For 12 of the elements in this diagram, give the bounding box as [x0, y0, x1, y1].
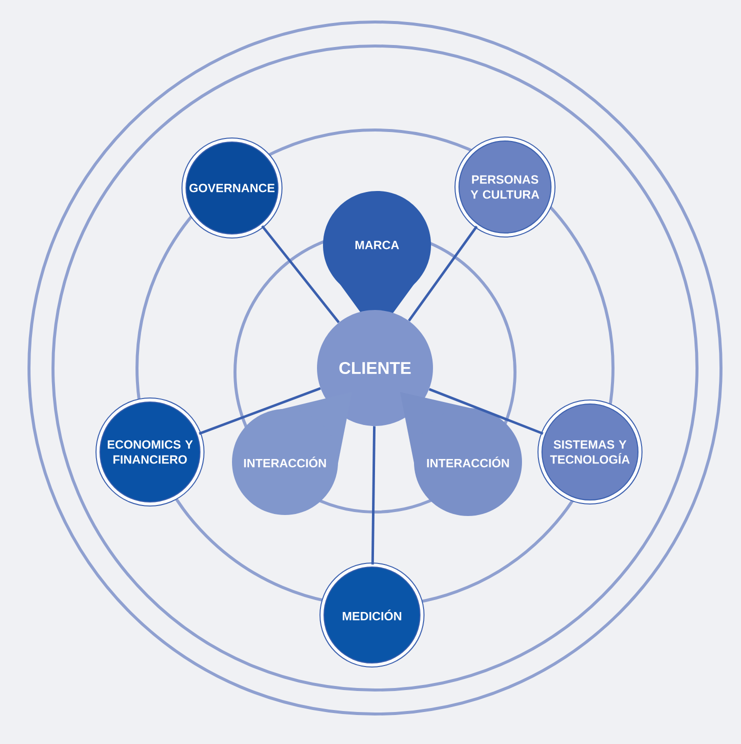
connector-line: [261, 225, 340, 324]
connector-line: [428, 388, 544, 435]
circle-node: MEDICIÓN: [320, 562, 424, 668]
circle-node: ECONOMICS Y FINANCIERO: [96, 398, 204, 506]
circle-node: GOVERNANCE: [182, 138, 282, 238]
connector-line: [371, 426, 376, 565]
circle-node: PERSONAS Y CULTURA: [454, 136, 556, 238]
circle-node: SISTEMAS Y TECNOLOGÍA: [538, 400, 642, 504]
connector-line: [408, 226, 478, 322]
connector-line: [198, 387, 321, 435]
drop-node: INTERACCIÓN: [232, 392, 352, 515]
drop-node: INTERACCIÓN: [400, 392, 522, 516]
